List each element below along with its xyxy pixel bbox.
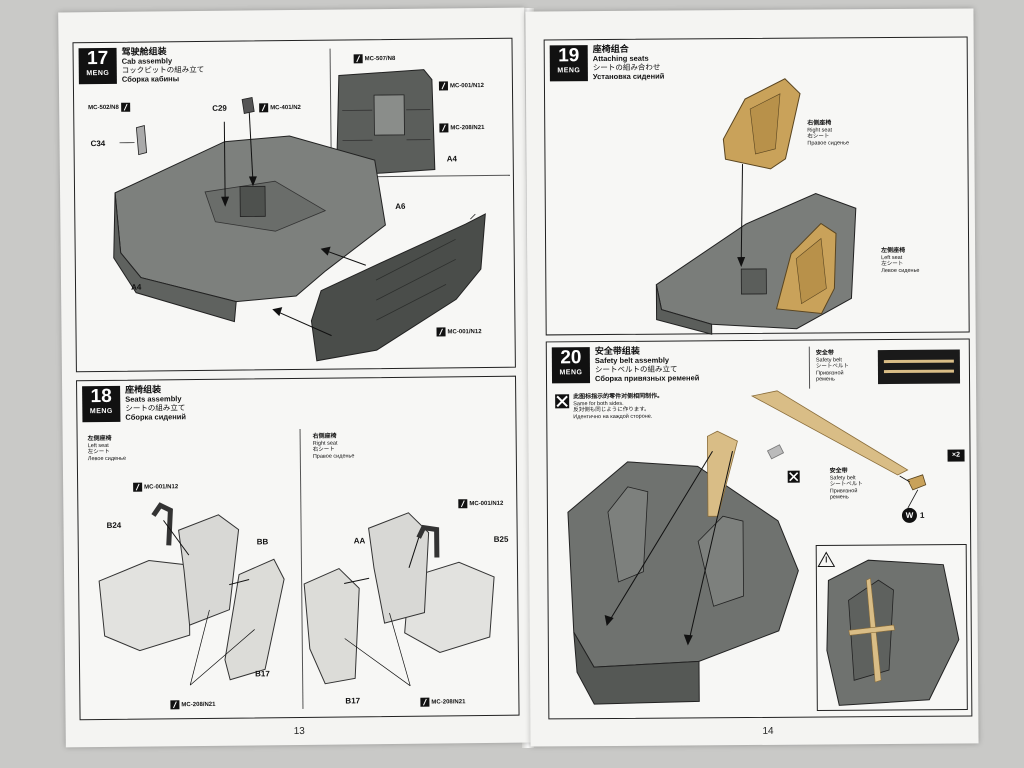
- paint-icon: [353, 54, 363, 64]
- tag-mc502: MC-502/N8: [88, 102, 130, 112]
- left-seat-label: 左侧座椅 Left seat 左シート Левое сиденье: [881, 247, 920, 274]
- w-part-circle: W: [901, 507, 918, 523]
- tag-mc208-right: MC-208/N21: [420, 697, 465, 707]
- tag-mc208: MC-208/N21: [439, 123, 484, 133]
- part-a4-inset: A4: [446, 154, 458, 164]
- part-c29: C29: [212, 103, 227, 113]
- right-seat-label: 右侧座椅 Right seat 右シート Правое сиденье: [807, 120, 850, 147]
- safety-belt-diagram: [567, 390, 968, 712]
- part-bb: BB: [256, 537, 269, 547]
- tag-mc001-right: MC-001/N12: [458, 499, 503, 509]
- same-side-icon-small: [787, 470, 800, 483]
- same-side-icon: [555, 394, 570, 409]
- part-a6: A6: [395, 201, 406, 211]
- tag-mc208-left: MC-208/N21: [170, 700, 215, 710]
- multiplier-badge: ×2: [947, 449, 965, 462]
- attach-seats-diagram: [655, 78, 857, 335]
- seat-assembly-diagram: [98, 502, 495, 687]
- paint-icon: [439, 123, 449, 133]
- paint-icon: [436, 327, 446, 337]
- tag-mc001-left: MC-001/N12: [133, 482, 178, 492]
- paint-icon: [458, 499, 468, 509]
- paint-icon: [438, 81, 449, 91]
- right-page: 19 MENG 座椅组合 Attaching seats シートの組み合わせ У…: [525, 8, 979, 747]
- page-number: 13: [293, 725, 305, 738]
- part-aa: AA: [353, 536, 366, 546]
- left-page: 17 MENG 驾驶舱组装 Cab assembly コックピットの組み立て С…: [58, 7, 532, 748]
- paint-icon: [259, 103, 269, 113]
- part-a4-main: A4: [130, 282, 142, 292]
- tag-mc507: MC-507/N8: [353, 54, 396, 64]
- tag-mc001a: MC-001/N12: [438, 81, 484, 91]
- paint-icon: [120, 102, 130, 112]
- paint-icon: [420, 697, 430, 707]
- step20-panel: 20 MENG 安全带组装 Safety belt assembly シートベル…: [545, 338, 973, 720]
- part-b24: B24: [106, 520, 122, 530]
- tag-mc401: MC-401/N2: [259, 103, 301, 113]
- part-c34: C34: [90, 138, 106, 149]
- tag-mc001b: MC-001/N12: [436, 327, 482, 337]
- paint-icon: [133, 482, 143, 492]
- step17-panel: 17 MENG 驾驶舱组装 Cab assembly コックピットの組み立て С…: [72, 37, 516, 373]
- step18-panel: 18 MENG 座椅组装 Seats assembly シートの組み立て Сбо…: [76, 375, 520, 721]
- paint-icon: [170, 700, 180, 710]
- page-number: 14: [762, 725, 774, 737]
- part-b25: B25: [493, 534, 509, 544]
- w-count: 1: [919, 510, 925, 520]
- part-b17-right: B17: [345, 696, 361, 706]
- part-b17-left: B17: [255, 669, 270, 679]
- belt-label: 安全带 Safety belt シートベルト Привязной ремень: [829, 468, 863, 501]
- cab-assembly-diagram: [113, 69, 486, 362]
- step19-panel: 19 MENG 座椅组合 Attaching seats シートの組み合わせ У…: [543, 36, 970, 336]
